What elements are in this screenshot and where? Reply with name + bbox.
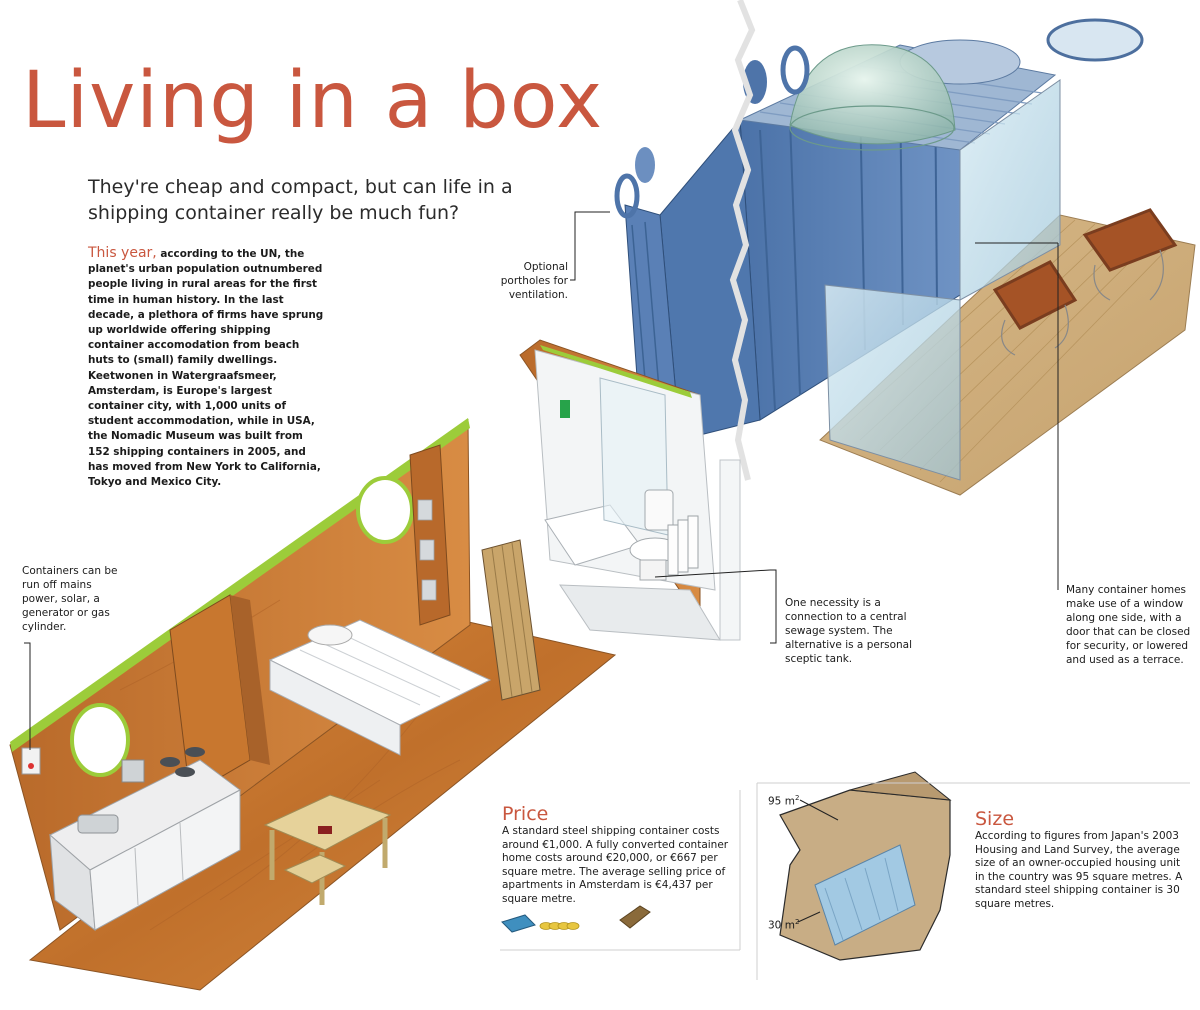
page-subtitle: They're cheap and compact, but can life … [88,176,513,224]
size-text: According to figures from Japan's 2003 H… [975,830,1183,910]
annotation-window: Many container homes make use of a windo… [1066,584,1191,666]
annotation-sewage: One necessity is a connection to a centr… [785,597,913,665]
price-icons [501,905,651,933]
intro-lead: This year, [88,245,157,261]
size-label-30: 30 m2 [768,918,800,932]
size-heading: Size [975,808,1015,830]
page-title: Living in a box [22,56,604,146]
container-illustration [614,0,1196,496]
price-text: A standard steel shipping container cost… [502,825,729,905]
intro-paragraph: This year, according to the UN, the plan… [88,245,328,490]
intro-body: according to the UN, the planet's urban … [88,248,324,489]
bathroom-illustration [519,339,741,641]
annotation-leaders [24,211,1059,923]
price-heading: Price [502,803,549,825]
annotation-power: Containers can be run off mains power, s… [22,565,118,633]
livingroom-illustration [9,418,617,991]
size-diagram [779,771,952,961]
size-label-95: 95 m2 [768,794,800,808]
annotation-portholes: Optional portholes for ventilation. [500,261,568,301]
